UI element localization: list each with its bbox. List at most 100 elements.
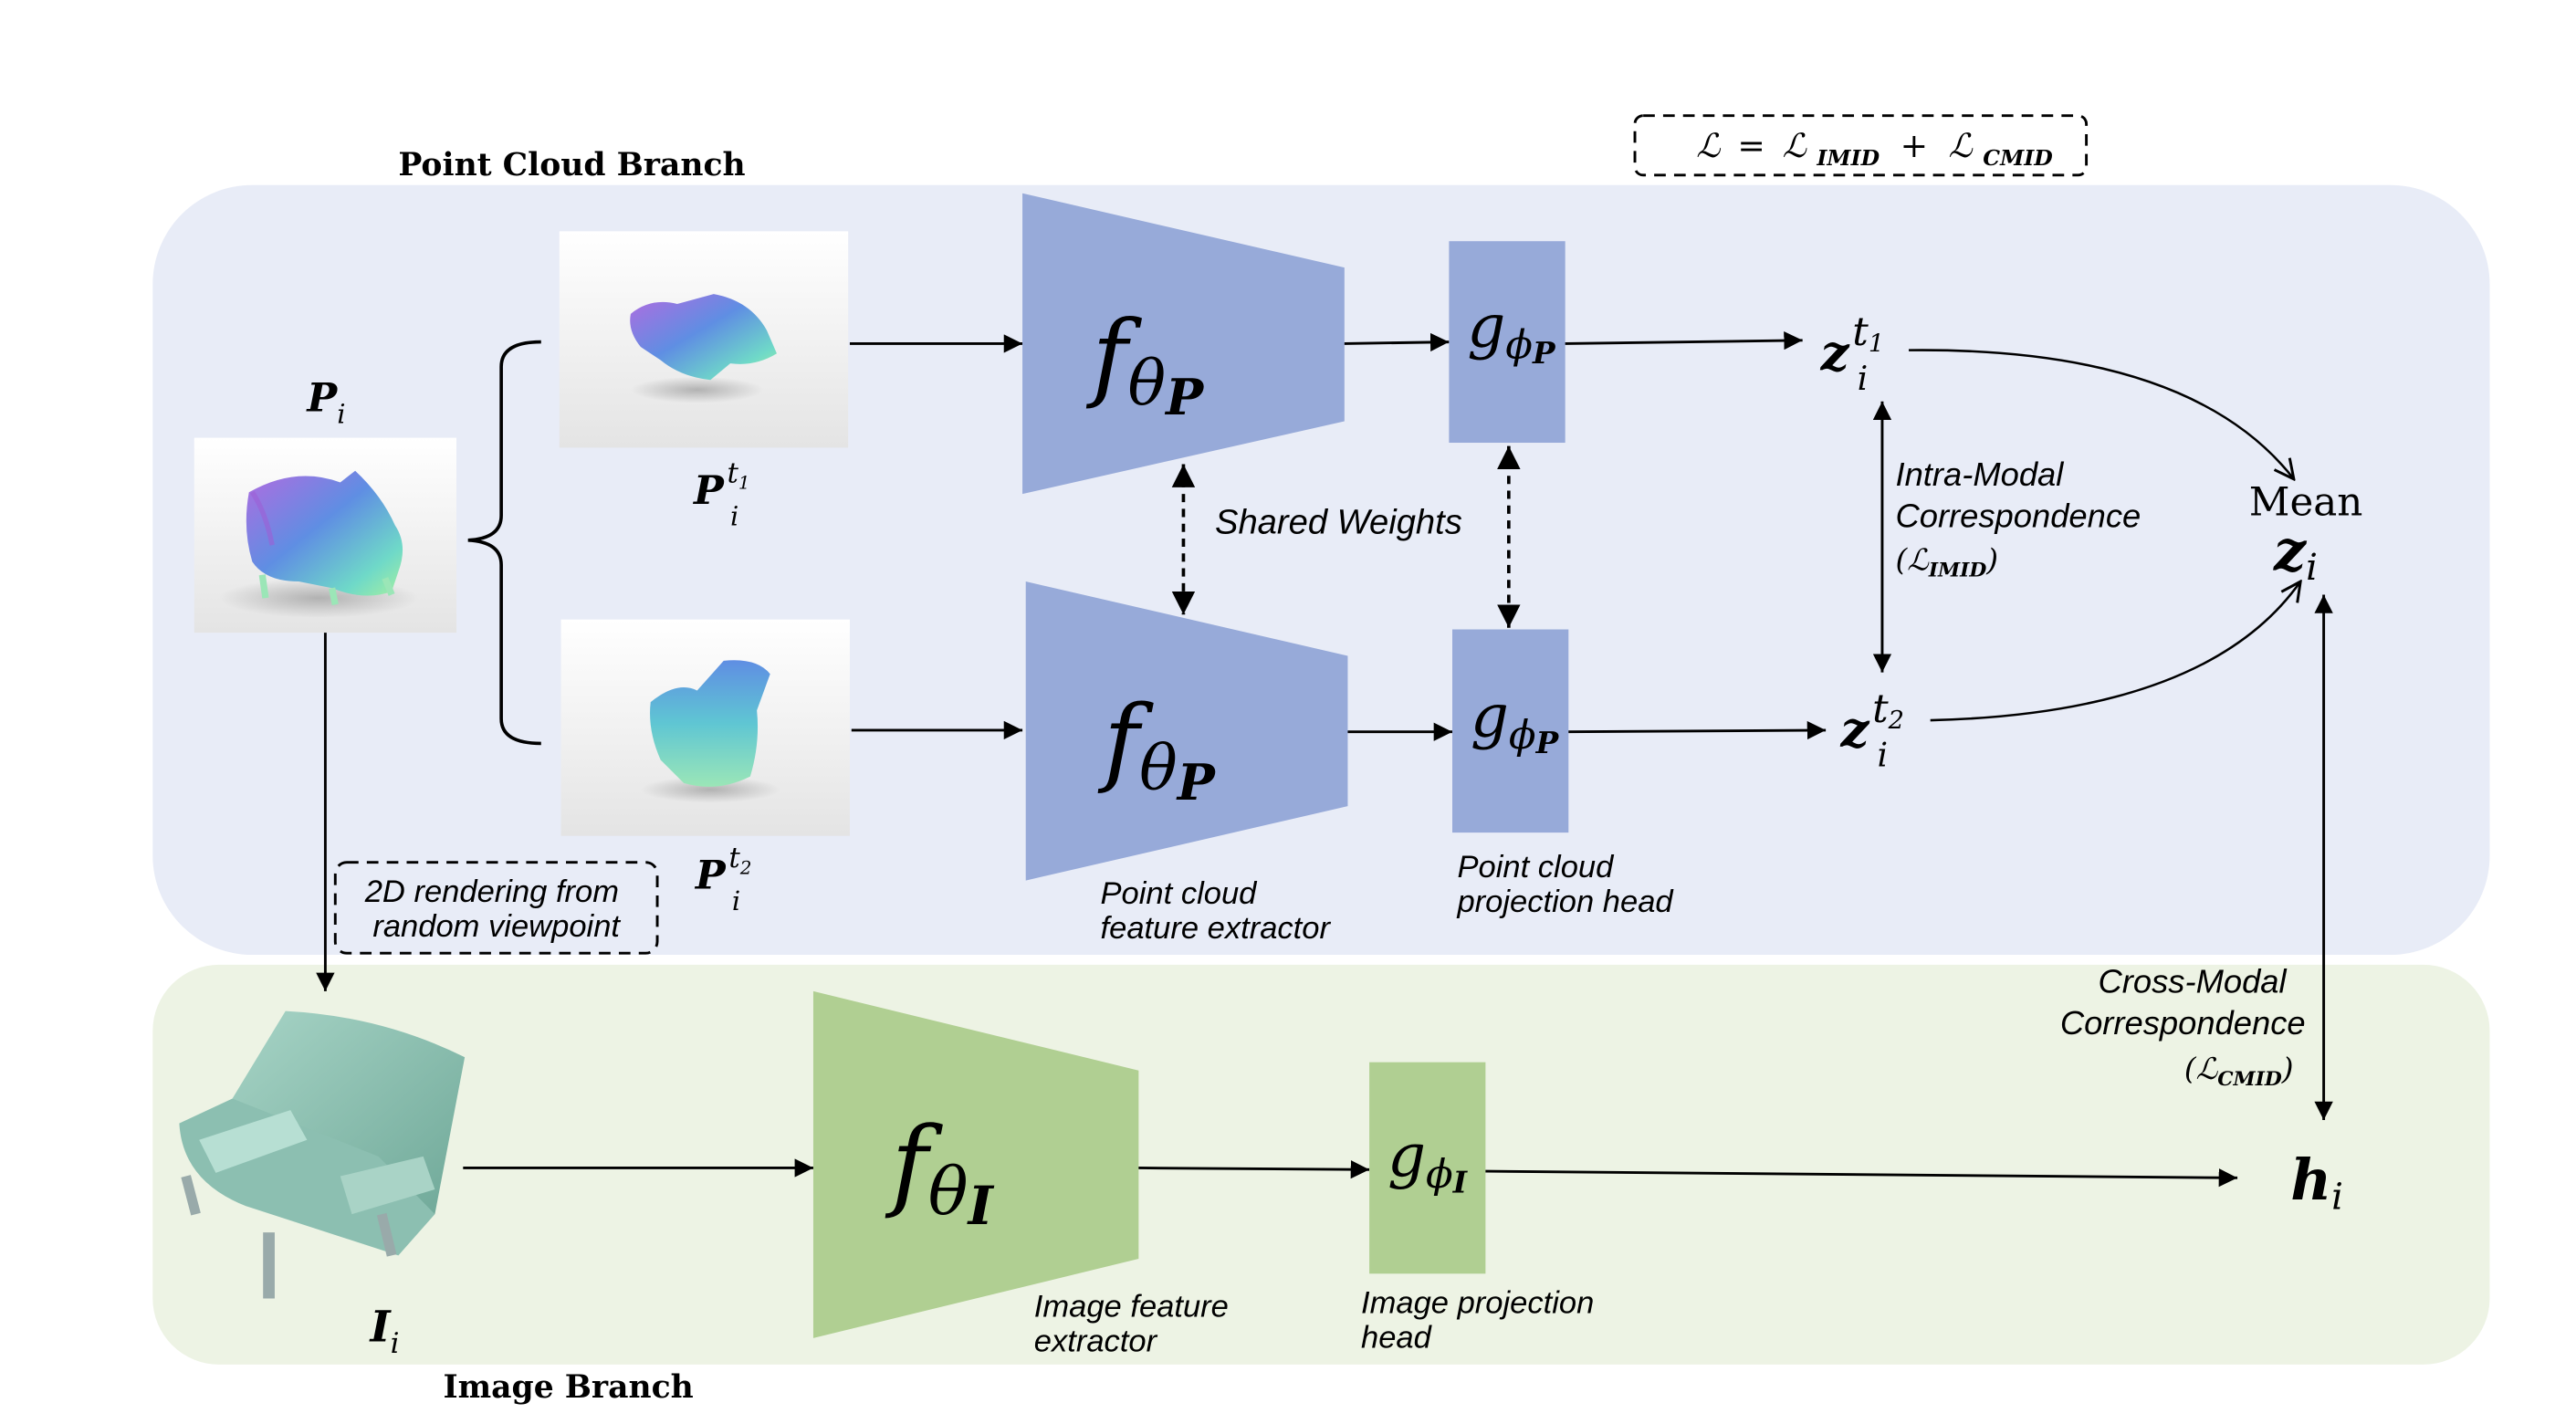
h-subscript: i	[2331, 1177, 2343, 1219]
loss-imid-subscript: IMID	[1816, 145, 1880, 171]
point-cloud-branch-title: Point Cloud Branch	[398, 147, 745, 183]
i-subscript: i	[391, 1327, 400, 1360]
view1-superscript: t	[727, 457, 738, 490]
mean-label: Mean	[2249, 480, 2363, 526]
mean-z-subscript: i	[2306, 547, 2318, 589]
z-t2-superscript-sub: 2	[1888, 707, 1904, 735]
g-symbol: g	[1387, 1122, 1426, 1191]
theta-subscript: P	[1164, 368, 1205, 426]
augmented-view-2-image	[560, 619, 850, 836]
rendering-label: 2D rendering from random viewpoint	[364, 874, 628, 944]
image-projection-head	[1369, 1062, 1486, 1274]
h-symbol: h	[2290, 1147, 2331, 1213]
image-extractor-symbol: fθI	[885, 1105, 994, 1237]
curve-z1-to-mean	[1909, 349, 2294, 479]
cross-modal-loss: (ℒCMID)	[2184, 1052, 2294, 1091]
augmented-view-2-subscript: i	[732, 885, 740, 916]
image-input-label: Ii	[368, 1303, 399, 1361]
arrow-extractor-to-head-top	[1344, 332, 1450, 352]
pc-feature-extractor-top	[1022, 193, 1345, 495]
intra-modal-line2: Correspondence	[1895, 497, 2141, 534]
image-embedding-h: hi	[2290, 1147, 2343, 1219]
image-head-label: Image projection head	[1361, 1286, 1603, 1356]
pc-extractor-label-line2: feature extractor	[1101, 911, 1332, 946]
cross-modal-line2: Correspondence	[2060, 1004, 2306, 1042]
z-t1-superscript: t	[1852, 309, 1869, 355]
view1-p-symbol: P	[692, 467, 725, 514]
mean-z-symbol: z	[2273, 517, 2308, 583]
curve-z2-to-mean	[1930, 581, 2300, 722]
z-symbol: z	[1820, 324, 1850, 382]
intra-modal-label: Intra-Modal Correspondence	[1895, 455, 2141, 534]
phi-subscript: I	[1452, 1165, 1469, 1200]
loss-cmid-subscript: CMID	[1983, 145, 2053, 171]
image-extractor-label: Image feature extractor	[1034, 1289, 1238, 1358]
loss-equals: =	[1737, 126, 1764, 165]
i-symbol: I	[368, 1303, 392, 1353]
theta-symbol: θ	[1139, 732, 1178, 805]
embedding-z-t1-subscript: i	[1858, 359, 1869, 398]
cross-modal-label: Cross-Modal Correspondence	[2060, 963, 2306, 1042]
pc-head-label-line1: Point cloud	[1457, 850, 1615, 885]
pc-head-label-line2: projection head	[1456, 885, 1674, 919]
intra-loss-subscript: IMID	[1928, 560, 1987, 582]
cross-loss-symbol: ℒ	[2196, 1052, 2219, 1086]
intra-close-paren: )	[1985, 542, 1998, 577]
theta-subscript: I	[967, 1175, 995, 1237]
pc-projection-head-top	[1449, 241, 1565, 444]
pc-head-bottom-symbol: gϕP	[1471, 682, 1560, 760]
view2-superscript: t	[728, 842, 740, 874]
phi-symbol: ϕ	[1505, 323, 1533, 369]
z-symbol: z	[1839, 700, 1869, 759]
augmentation-brace	[467, 340, 541, 746]
input-point-cloud-image	[194, 437, 457, 633]
arrow-head-to-z1	[1565, 330, 1803, 351]
loss-imid-symbol: ℒ	[1783, 126, 1807, 165]
phi-symbol: ϕ	[1509, 713, 1536, 759]
pc-extractor-label-line1: Point cloud	[1101, 876, 1259, 911]
image-extractor-label-line1: Image feature	[1034, 1289, 1229, 1324]
theta-subscript: P	[1176, 753, 1217, 811]
shared-weights-label: Shared Weights	[1215, 504, 1462, 542]
augmented-view-1-image	[559, 231, 849, 448]
pc-extractor-label: Point cloud feature extractor	[1101, 876, 1332, 946]
rendering-box	[333, 861, 659, 955]
intra-loss-symbol: ℒ	[1907, 542, 1930, 577]
loss-box	[1633, 114, 2089, 177]
phi-subscript: P	[1535, 725, 1560, 760]
point-cloud-input-label: Pi	[305, 375, 345, 430]
theta-symbol: θ	[1127, 348, 1166, 421]
cross-open-paren: (	[2184, 1052, 2197, 1086]
image-head-symbol: gϕI	[1387, 1122, 1469, 1200]
pc-feature-extractor-bottom	[1025, 581, 1348, 881]
rendered-chair-image	[179, 1010, 466, 1299]
arrow-image-head-to-h	[1485, 1168, 2238, 1188]
view2-p-symbol: P	[694, 853, 727, 899]
g-symbol: g	[1471, 682, 1509, 751]
intra-open-paren: (	[1895, 542, 1908, 577]
phi-symbol: ϕ	[1426, 1152, 1453, 1198]
z-t1-superscript-sub: 1	[1869, 330, 1884, 359]
cross-loss-subscript: CMID	[2217, 1068, 2282, 1091]
mean-embedding-z: zi	[2273, 517, 2318, 589]
intra-modal-loss: (ℒIMID)	[1895, 542, 1998, 581]
view1-superscript-sub: 1	[738, 472, 750, 494]
p-subscript: i	[337, 398, 345, 429]
cross-modal-line1: Cross-Modal	[2099, 963, 2288, 1000]
loss-symbol: ℒ	[1696, 126, 1721, 165]
g-symbol: g	[1467, 292, 1505, 361]
image-head-label-line1: Image projection	[1361, 1286, 1594, 1321]
image-feature-extractor	[812, 990, 1139, 1338]
z-t2-superscript: t	[1872, 686, 1889, 732]
pc-projection-head-bottom	[1452, 629, 1569, 833]
total-loss-formula: ℒ = ℒ IMID + ℒ CMID	[1696, 126, 2053, 173]
cross-close-paren: )	[2281, 1052, 2294, 1086]
arrow-head-to-z2	[1568, 720, 1827, 740]
rendering-label-line2: random viewpoint	[372, 909, 621, 944]
theta-symbol: θ	[928, 1154, 969, 1230]
